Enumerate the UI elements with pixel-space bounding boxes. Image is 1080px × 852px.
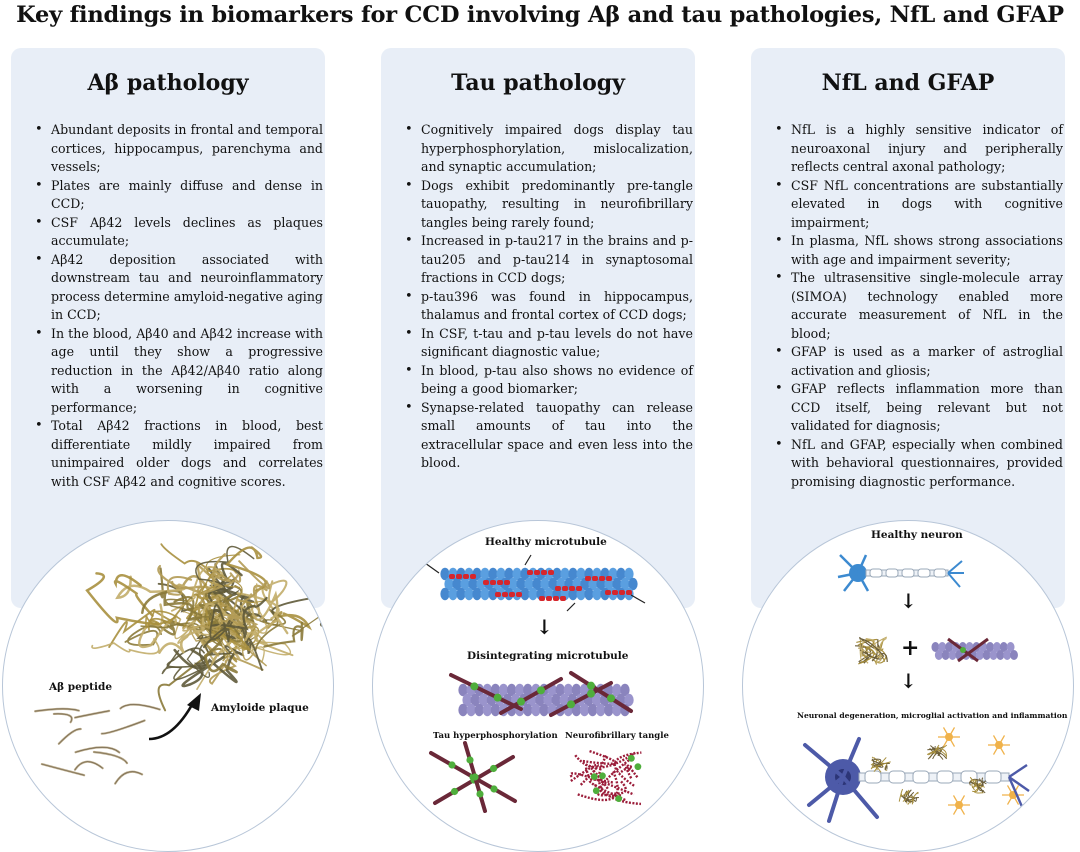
abeta-figure-circle: Aβ peptide Amyloide plaque bbox=[2, 520, 334, 852]
label-disintegrating-microtubule: Disintegrating microtubule bbox=[467, 650, 629, 662]
bullet-item: GFAP is used as a marker of astroglial a… bbox=[775, 343, 1063, 380]
plus-icon: + bbox=[901, 635, 920, 661]
bullet-item: Plates are mainly diffuse and dense in C… bbox=[35, 177, 323, 214]
bullet-item: Aβ42 deposition associated with downstre… bbox=[35, 251, 323, 325]
bullet-item: In CSF, t-tau and p-tau levels do not ha… bbox=[405, 325, 693, 362]
label-abeta-peptide: Aβ peptide bbox=[49, 681, 112, 693]
bullet-item: Total Aβ42 fractions in blood, best diff… bbox=[35, 417, 323, 491]
arrow-down-icon: ↓ bbox=[536, 615, 553, 639]
amyloid-plaque-illustration bbox=[85, 543, 333, 712]
healthy-neuron-illustration bbox=[837, 554, 964, 592]
bullet-item: Synapse-related tauopathy can release sm… bbox=[405, 399, 693, 473]
tau-figure-circle: Healthy microtubule ↓ Disintegrating mic… bbox=[372, 520, 704, 852]
panel-title-nfl: NfL and GFAP bbox=[821, 70, 995, 96]
abeta-peptide-illustration bbox=[34, 703, 161, 785]
bullet-item: NfL and GFAP, especially when combined w… bbox=[775, 436, 1063, 492]
bullet-item: Dogs exhibit predominantly pre-tangle ta… bbox=[405, 177, 693, 233]
bullet-item: NfL is a highly sensitive indicator of n… bbox=[775, 121, 1063, 177]
panel-title-tau: Tau pathology bbox=[451, 70, 625, 96]
panel-title-abeta: Aβ pathology bbox=[87, 70, 249, 96]
hyperphosphorylated-tau-illustration bbox=[429, 741, 517, 813]
main-title: Key findings in biomarkers for CCD invol… bbox=[16, 2, 1064, 28]
bullet-item: In blood, p-tau also shows no evidence o… bbox=[405, 362, 693, 399]
bullet-item: p-tau396 was found in hippocampus, thala… bbox=[405, 288, 693, 325]
bullet-item: Cognitively impaired dogs display tau hy… bbox=[405, 121, 693, 177]
bullet-item: GFAP reflects inflammation more than CCD… bbox=[775, 380, 1063, 436]
bullet-item: In the blood, Aβ40 and Aβ42 increase wit… bbox=[35, 325, 323, 418]
arrow-down-icon: ↓ bbox=[900, 669, 917, 693]
healthy-microtubule-illustration bbox=[424, 554, 646, 612]
bullet-item: CSF NfL concentrations are substantially… bbox=[775, 177, 1063, 233]
label-neuronal-degeneration: Neuronal degeneration, microglial activa… bbox=[797, 711, 1068, 720]
nfl-figure-circle: Healthy neuron ↓ + ↓ Neuronal degenerati… bbox=[742, 520, 1074, 852]
arrow-down-icon: ↓ bbox=[900, 589, 917, 613]
panel-abeta-pathology: Aβ pathology Abundant deposits in fronta… bbox=[11, 48, 325, 608]
bullet-list-nfl: NfL is a highly sensitive indicator of n… bbox=[773, 121, 1063, 491]
plaque-small-illustration bbox=[855, 636, 888, 665]
bullet-list-abeta: Abundant deposits in frontal and tempora… bbox=[33, 121, 323, 491]
neurofibrillary-tangle-illustration bbox=[569, 749, 642, 806]
bullet-item: The ultrasensitive single-molecule array… bbox=[775, 269, 1063, 343]
bullet-list-tau: Cognitively impaired dogs display tau hy… bbox=[403, 121, 693, 473]
degenerating-neuron-illustration bbox=[803, 727, 1030, 823]
label-healthy-microtubule: Healthy microtubule bbox=[485, 536, 607, 548]
bullet-item: In plasma, NfL shows strong associations… bbox=[775, 232, 1063, 269]
microtubule-small-illustration bbox=[931, 637, 1018, 663]
label-tau-hyperphosphorylation: Tau hyperphosphorylation bbox=[433, 731, 558, 741]
bullet-item: Abundant deposits in frontal and tempora… bbox=[35, 121, 323, 177]
disintegrating-microtubule-illustration bbox=[449, 671, 634, 717]
panel-tau-pathology: Tau pathology Cognitively impaired dogs … bbox=[381, 48, 695, 608]
panel-nfl-gfap: NfL and GFAP NfL is a highly sensitive i… bbox=[751, 48, 1065, 608]
label-neurofibrillary-tangle: Neurofibrillary tangle bbox=[565, 731, 669, 741]
bullet-item: Increased in p-tau217 in the brains and … bbox=[405, 232, 693, 288]
aggregation-arrow-icon bbox=[148, 693, 201, 741]
label-amyloid-plaque: Amyloide plaque bbox=[211, 702, 309, 714]
label-healthy-neuron: Healthy neuron bbox=[871, 529, 963, 541]
bullet-item: CSF Aβ42 levels declines as plaques accu… bbox=[35, 214, 323, 251]
